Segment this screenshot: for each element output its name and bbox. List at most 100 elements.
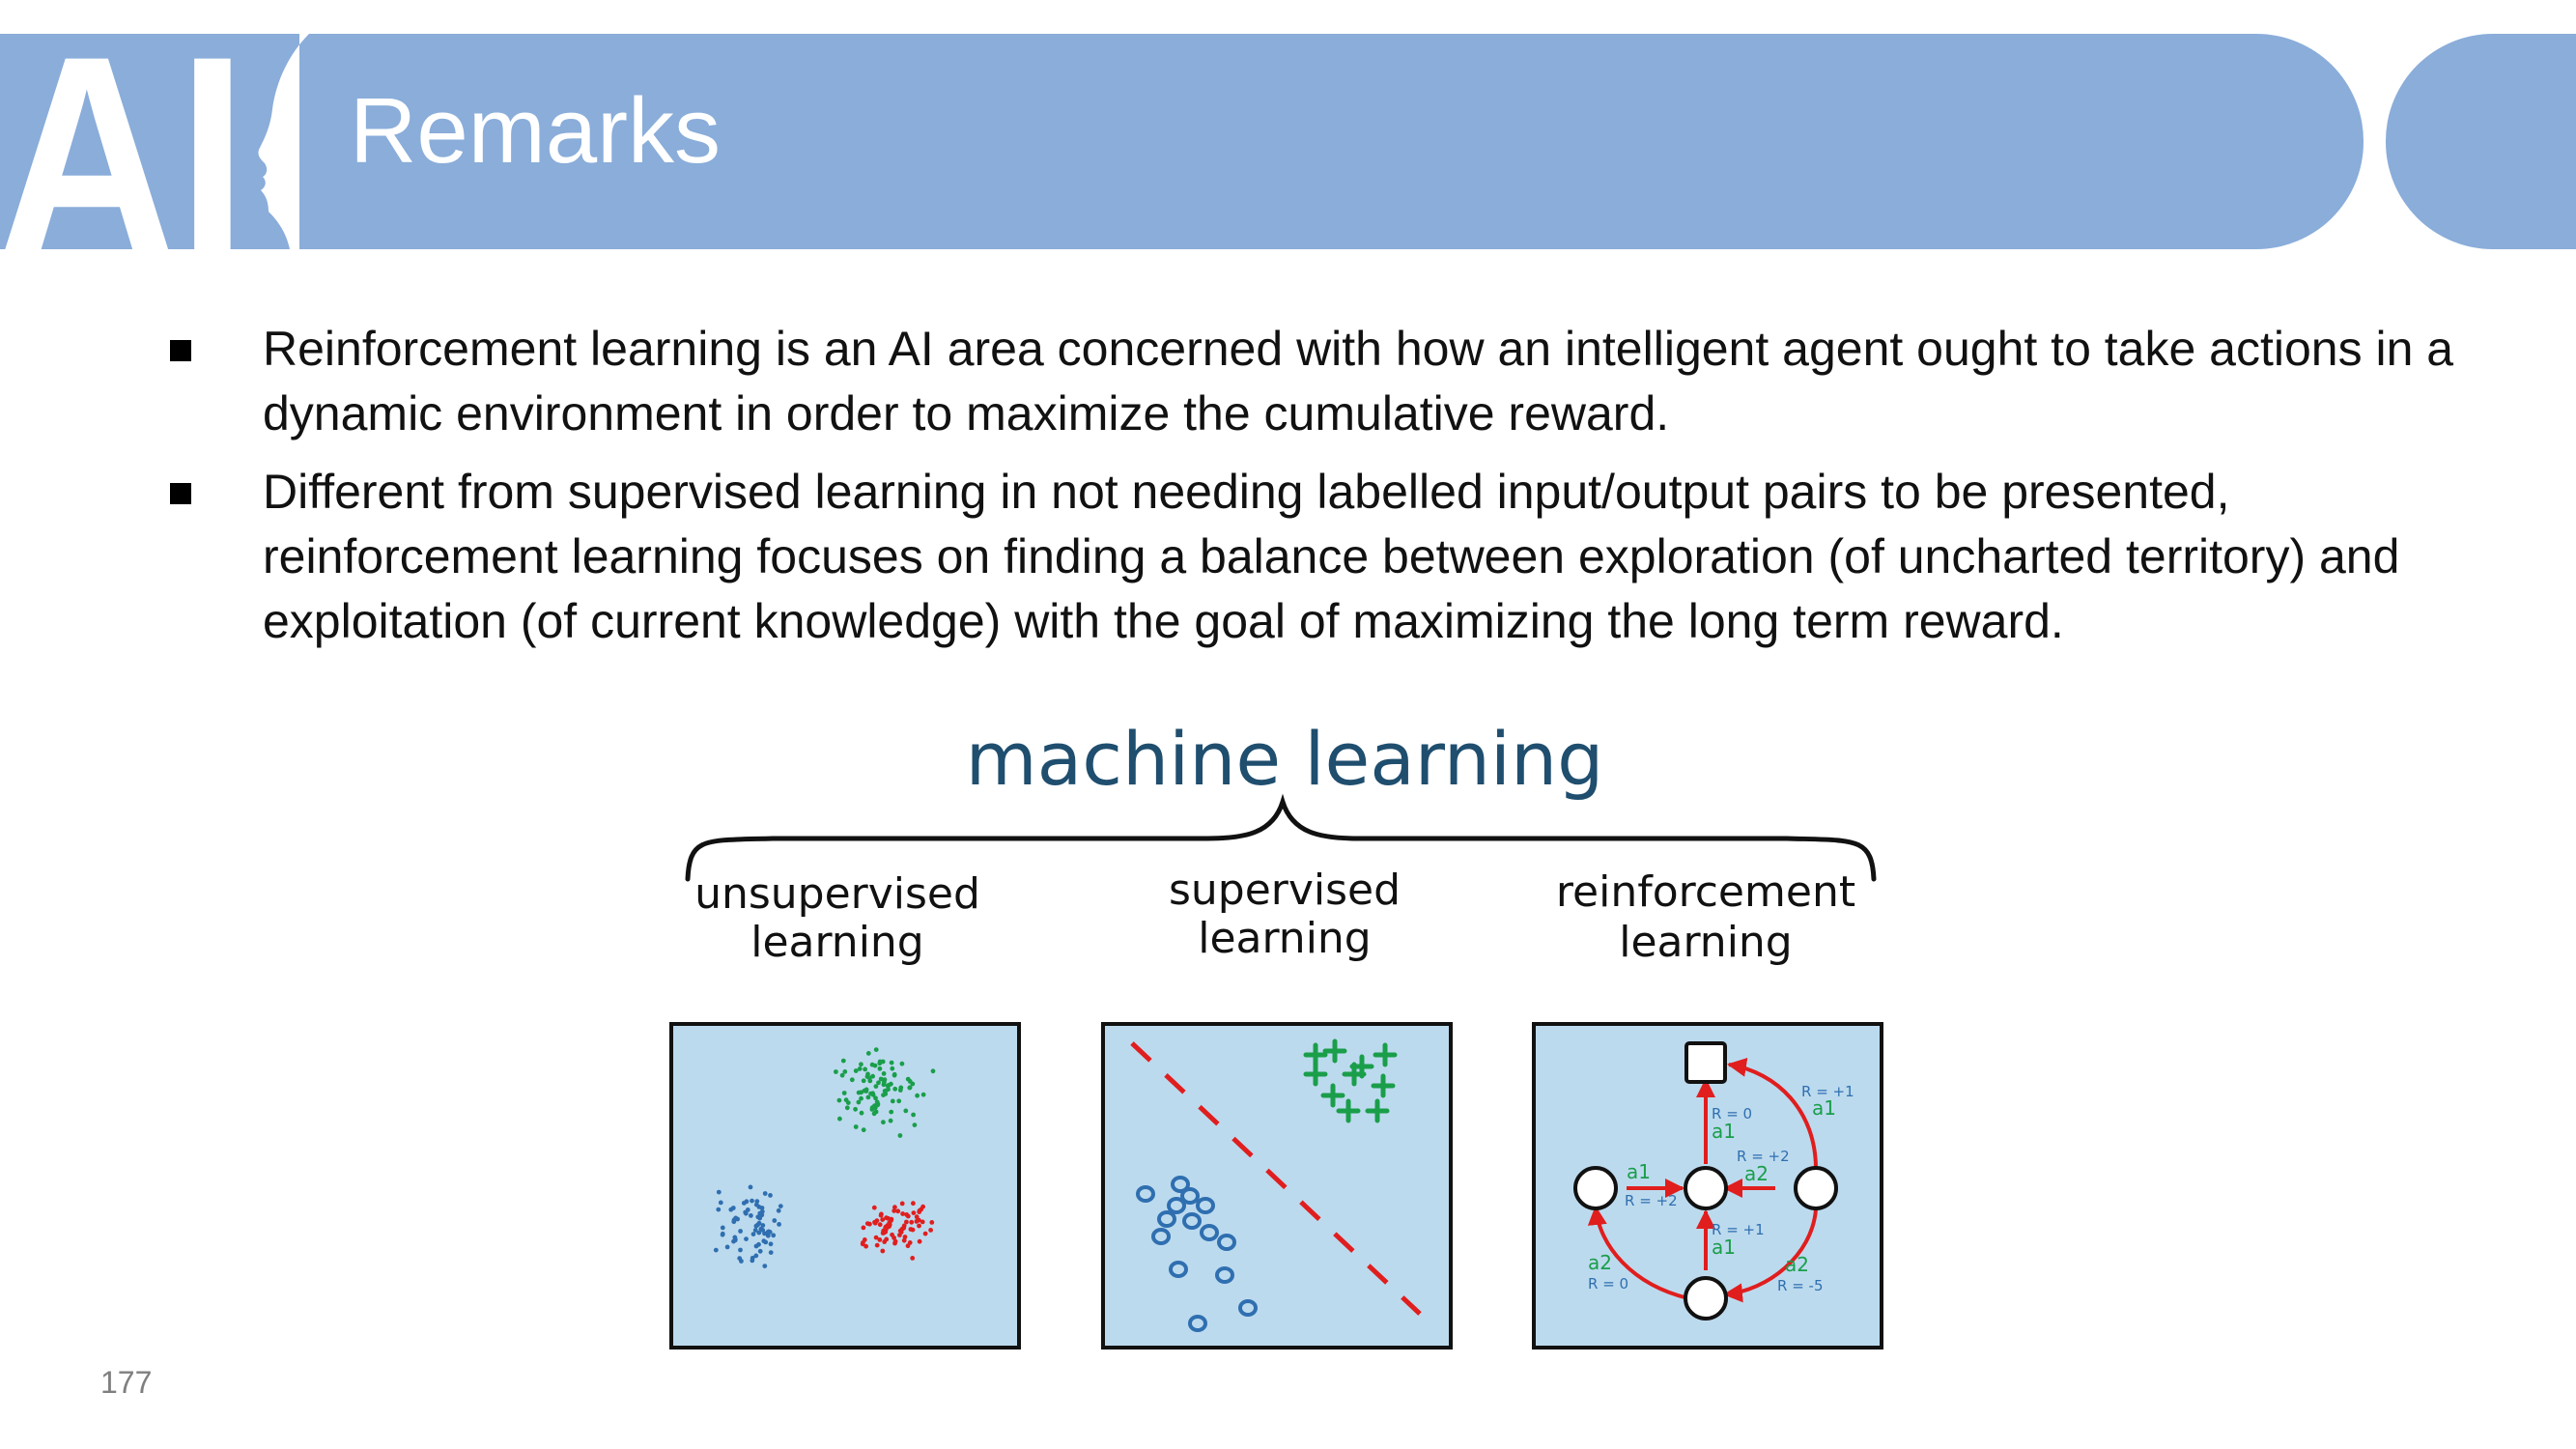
cluster-point [928,1228,933,1233]
cluster-point [871,1205,877,1210]
cluster-point [856,1099,862,1105]
cluster-point [753,1243,759,1249]
ai-head-logo: AI [0,34,348,249]
action-label: a1 [1712,1120,1736,1143]
reward-label: R = +2 [1625,1192,1678,1209]
cluster-point [911,1112,916,1118]
cluster-point [873,1084,879,1089]
cluster-point [853,1124,859,1129]
header-band [299,34,2364,249]
cluster-point [756,1214,762,1219]
cluster-point [748,1184,753,1190]
cluster-point [777,1222,781,1227]
cluster-point [907,1240,913,1245]
decision-boundary [1130,1041,1422,1316]
cluster-point [911,1210,917,1215]
cluster-point [849,1077,855,1083]
cluster-point [874,1242,880,1248]
diagram-title: machine learning [966,716,1604,802]
cluster-point [884,1236,890,1242]
cluster-point [840,1058,846,1064]
cluster-point [845,1100,851,1105]
cluster-point [750,1198,754,1204]
reward-label: R = +2 [1737,1148,1790,1165]
cluster-point [914,1214,920,1220]
cluster-point [909,1219,915,1225]
cluster-points [713,1047,936,1268]
edge-top-right [1727,1057,1818,1170]
cluster-point [881,1120,886,1125]
circle-point [1238,1299,1258,1317]
cluster-point [859,1095,863,1101]
circle-point [1182,1212,1202,1230]
square-bullet-icon [170,483,191,504]
cluster-point [776,1208,781,1213]
cluster-point [874,1102,879,1108]
cluster-point [877,1065,883,1071]
cluster-point [890,1098,895,1104]
cluster-point [873,1109,879,1115]
cluster-point [922,1231,928,1236]
state-node [1684,1166,1728,1210]
cluster-point [731,1219,737,1225]
category-label: reinforcement [1556,867,1855,917]
cluster-point [892,1205,897,1210]
cluster-point [732,1235,738,1240]
circle-point [1136,1185,1155,1203]
cluster-point [753,1253,759,1259]
cluster-point [861,1225,866,1231]
cluster-point [841,1091,847,1095]
cluster-point [911,1201,916,1207]
action-label: a1 [1712,1236,1736,1259]
cluster-point [888,1118,893,1123]
cluster-point [895,1208,901,1214]
cluster-point [901,1237,907,1243]
cluster-point [870,1091,875,1096]
plus-point [1303,1042,1328,1067]
category-label: learning [750,918,924,967]
cluster-point [861,1078,866,1084]
cluster-point [856,1090,862,1095]
circle-class-points [1136,1176,1258,1332]
plus-point [1373,1042,1398,1067]
state-node [1794,1166,1838,1210]
cluster-point [753,1202,759,1208]
cluster-point [880,1248,886,1254]
category-label: supervised [1169,866,1401,915]
cluster-point [837,1116,842,1122]
cluster-point [910,1227,916,1233]
cluster-point [881,1071,887,1076]
circle-point [1200,1224,1219,1241]
cluster-point [899,1061,905,1066]
circle-point [1171,1176,1190,1193]
reward-label: R = -5 [1777,1277,1823,1294]
cluster-point [771,1233,777,1238]
edge-bottom-left [1587,1206,1689,1300]
cluster-point [873,1047,879,1052]
cluster-point [902,1235,908,1239]
curly-brace [685,793,1877,882]
cluster-point [878,1076,884,1082]
cluster-point [859,1110,864,1116]
cluster-point [930,1068,936,1074]
machine-learning-diagram: machine learning unsupervised learning s… [669,716,1883,1350]
cluster-point [741,1201,747,1206]
circle-point [1215,1266,1234,1284]
cluster-point [889,1218,893,1223]
cluster-point [877,1061,883,1066]
cluster-point [867,1221,872,1227]
cluster-point [920,1092,926,1097]
edge-bottom-right [1723,1208,1818,1303]
cluster-point [917,1238,922,1244]
page-title: Remarks [350,79,722,183]
cluster-point [877,1237,883,1242]
cluster-point [720,1225,725,1231]
cluster-point [889,1060,894,1065]
cluster-point [738,1229,743,1234]
cluster-point [752,1228,758,1233]
plus-point [1303,1062,1328,1087]
circle-point [1167,1197,1186,1214]
action-label: a2 [1744,1162,1769,1185]
cluster-point [897,1088,903,1093]
cluster-point [743,1209,749,1215]
